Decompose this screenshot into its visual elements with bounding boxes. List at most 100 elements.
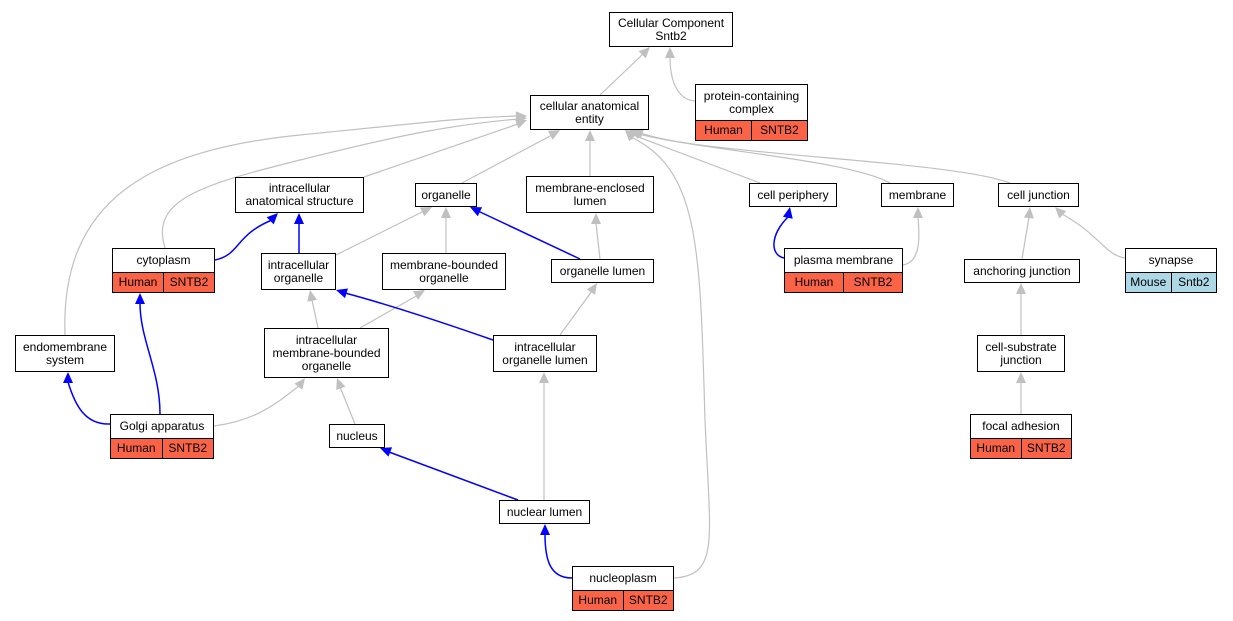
- node-label: membrane: [888, 187, 947, 202]
- node-label: nuclear lumen: [506, 504, 583, 519]
- node-label: nucleoplasm: [589, 571, 657, 585]
- edge-pm-to-mem: [902, 216, 920, 266]
- edge-arrowhead: [591, 213, 601, 224]
- node-csj[interactable]: cell-substrate junction: [977, 335, 1065, 372]
- node-org[interactable]: organelle: [415, 183, 477, 207]
- species-tag: Human: [696, 121, 751, 140]
- edge-arrowhead: [63, 372, 73, 383]
- edge-arrowhead: [380, 447, 393, 457]
- edge-ga-to-imbo: [213, 385, 300, 427]
- edge-cyt-to-cae: [161, 118, 519, 249]
- node-ol[interactable]: organelle lumen: [551, 259, 654, 283]
- node-cae[interactable]: cellular anatomical entity: [530, 95, 649, 130]
- node-mbo[interactable]: membrane-bounded organelle: [382, 253, 506, 290]
- edge-arrowhead: [412, 290, 425, 300]
- node-label: cytoplasm: [136, 253, 191, 267]
- edge-cp-to-cae: [632, 134, 761, 184]
- node-label: cell periphery: [757, 187, 829, 202]
- node-io[interactable]: intracellular organelle: [261, 253, 336, 290]
- node-label: intracellular membrane-bounded organelle: [272, 332, 381, 373]
- edge-nuc-to-imbo: [339, 386, 356, 425]
- node-cj[interactable]: cell junction: [998, 183, 1079, 207]
- edge-arrowhead: [1023, 207, 1034, 219]
- gene-tag: SNTB2: [751, 121, 807, 140]
- edge-pcc-to-cc: [669, 56, 696, 102]
- node-label: intracellular anatomical structure: [245, 181, 354, 208]
- node-iol[interactable]: intracellular organelle lumen: [493, 335, 597, 372]
- node-cc[interactable]: Cellular Component Sntb2: [609, 12, 733, 47]
- edge-io-to-org: [335, 210, 425, 256]
- node-label: nucleus: [336, 428, 378, 443]
- edge-imbo-to-io: [311, 299, 319, 329]
- edge-aj-to-cj: [1021, 216, 1030, 260]
- node-nl[interactable]: nuclear lumen: [499, 500, 590, 524]
- edge-ga-to-ems: [67, 381, 111, 425]
- edge-iol-to-io: [344, 292, 494, 341]
- edge-arrowhead: [294, 378, 305, 390]
- edge-pm-to-cp: [773, 216, 789, 259]
- gene-tag: SNTB2: [161, 439, 213, 458]
- node-label: protein-containing complex: [703, 88, 800, 116]
- edge-arrowhead: [1016, 283, 1026, 294]
- node-label: organelle lumen: [559, 263, 646, 278]
- edge-arrowhead: [419, 207, 432, 217]
- edge-arrowhead: [782, 207, 793, 219]
- node-mel[interactable]: membrane-enclosed lumen: [526, 176, 654, 213]
- edge-arrowhead: [547, 130, 560, 140]
- edge-arrowhead: [586, 283, 597, 295]
- node-ems[interactable]: endomembrane system: [15, 335, 115, 372]
- edge-arrowhead: [665, 47, 675, 58]
- species-tag: Human: [785, 273, 843, 292]
- edge-arrowhead: [336, 288, 348, 299]
- species-tag: Human: [111, 439, 162, 458]
- node-imbo[interactable]: intracellular membrane-bounded organelle: [264, 328, 389, 378]
- node-ias[interactable]: intracellular anatomical structure: [235, 177, 364, 213]
- edge-arrowhead: [638, 47, 650, 59]
- edge-arrowhead: [913, 207, 923, 218]
- edge-arrowhead: [632, 128, 644, 139]
- edge-cae-to-cc: [599, 53, 644, 96]
- node-label: cell junction: [1007, 187, 1070, 202]
- gene-tag: SNTB2: [843, 273, 902, 292]
- edge-arrowhead: [294, 213, 304, 224]
- species-tag: Human: [573, 591, 623, 610]
- edge-arrowhead: [585, 130, 595, 141]
- node-label: synapse: [1148, 253, 1194, 267]
- species-tag: Mouse: [1126, 273, 1171, 292]
- edge-arrowhead: [470, 207, 483, 217]
- node-cp[interactable]: cell periphery: [749, 183, 837, 207]
- edge-arrowhead: [1016, 372, 1026, 383]
- node-aj[interactable]: anchoring junction: [964, 259, 1080, 283]
- edge-arrowhead: [135, 293, 145, 304]
- species-tag: Human: [113, 273, 163, 292]
- edge-arrowhead: [515, 111, 527, 122]
- edge-cyt-to-ias: [214, 219, 273, 261]
- edge-arrowhead: [266, 213, 278, 225]
- species-tag: Human: [971, 439, 1021, 458]
- edge-iol-to-ol: [559, 290, 593, 336]
- node-nuc[interactable]: nucleus: [329, 424, 385, 448]
- node-label: membrane-enclosed lumen: [535, 180, 645, 208]
- node-label: cell-substrate junction: [985, 339, 1057, 367]
- edge-np-to-cae: [630, 136, 711, 579]
- node-label: endomembrane system: [22, 339, 108, 367]
- node-label: anchoring junction: [973, 263, 1071, 278]
- node-label: plasma membrane: [793, 253, 894, 267]
- edge-ems-to-cae: [64, 115, 519, 336]
- node-mem[interactable]: membrane: [881, 183, 954, 207]
- edge-nl-to-nuc: [388, 451, 519, 501]
